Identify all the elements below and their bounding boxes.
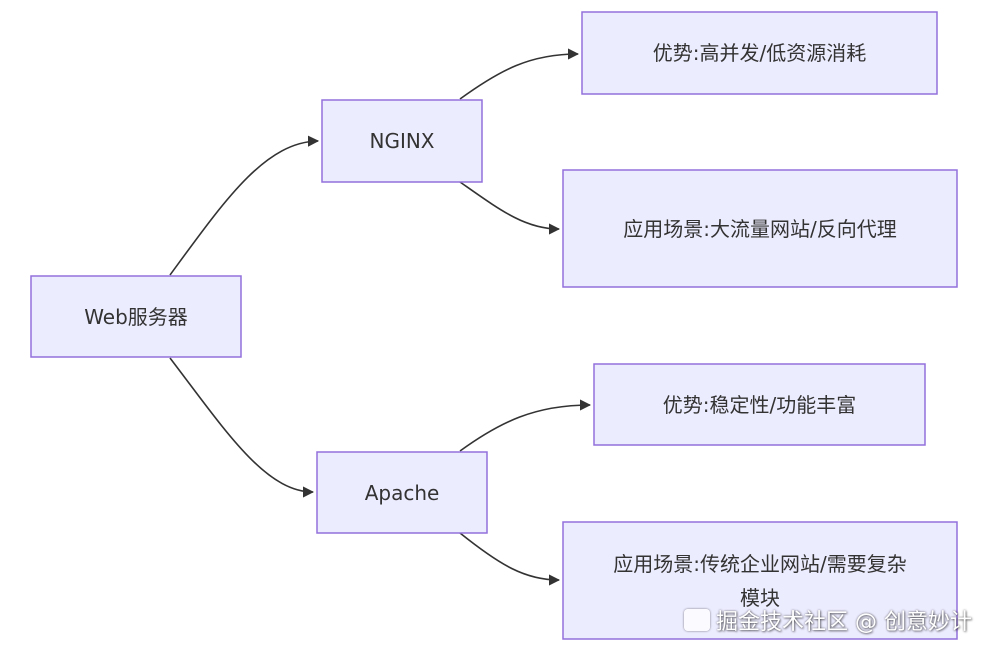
node-apache-usecase [562, 521, 958, 640]
node-web-server [30, 275, 242, 358]
edge-nginx-to-usecase [459, 181, 561, 235]
label-nginx-usecase: 应用场景:大流量网站/反向代理 [623, 216, 897, 241]
watermark: 掘金技术社区 @ 创意妙计 [684, 600, 974, 640]
label-apache-advantage: 优势:稳定性/功能丰富 [662, 392, 857, 417]
label-web-server: Web服务器 [84, 304, 188, 329]
edge-web-to-apache [169, 357, 315, 498]
label-apache-usecase: 应用场景:传统企业网站/需要复杂模块 [613, 551, 907, 610]
node-nginx-usecase [562, 169, 958, 288]
label-nginx: NGINX [369, 129, 435, 153]
watermark-text: 掘金技术社区 @ 创意妙计 [716, 610, 972, 635]
edge-web-to-nginx [169, 135, 320, 276]
label-apache: Apache [364, 480, 440, 505]
node-nginx-advantage [581, 11, 938, 95]
label-nginx-advantage: 优势:高并发/低资源消耗 [652, 41, 867, 65]
edge-nginx-to-advantage [459, 48, 580, 100]
juejin-logo-icon [684, 609, 710, 631]
node-nginx [321, 99, 483, 183]
edge-apache-to-advantage [459, 399, 592, 452]
edge-apache-to-usecase [459, 532, 561, 586]
node-apache-advantage [593, 363, 926, 446]
node-apache [316, 451, 488, 534]
